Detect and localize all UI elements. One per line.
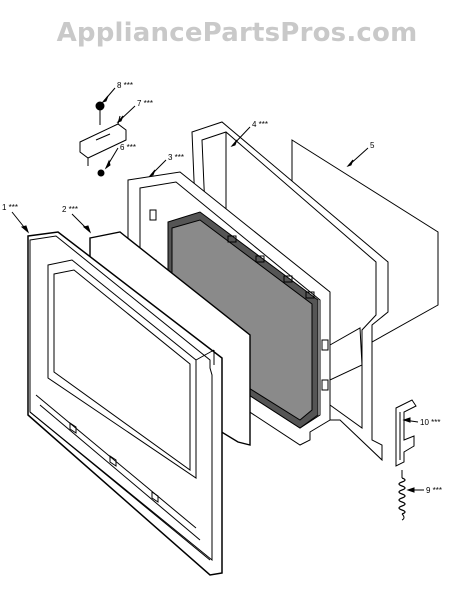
part-10-latch (395, 399, 417, 467)
label-part-2: 2 *** (62, 205, 78, 214)
label-part-7: 7 *** (137, 99, 153, 108)
label-part-3: 3 *** (168, 153, 184, 162)
part-7-hinge-bracket (79, 115, 127, 166)
watermark: AppliancePartsPros.com (56, 18, 418, 48)
part-3-mesh-frame (127, 171, 331, 446)
part-1-door-frame (27, 231, 223, 576)
label-part-5: 5 (370, 141, 375, 150)
label-part-10: 10 *** (420, 418, 440, 427)
label-part-1: 1 *** (2, 203, 18, 212)
part-8-screw (95, 101, 105, 125)
leader-lines (11, 87, 424, 493)
part-9-spring (398, 470, 406, 521)
label-part-9: 9 *** (426, 486, 442, 495)
label-part-6: 6 *** (120, 143, 136, 152)
part-6-nut (97, 169, 105, 177)
label-part-4: 4 *** (252, 120, 268, 129)
part-labels: 8 *** 7 *** 6 *** 3 *** 4 *** 5 1 *** 2 … (2, 81, 442, 495)
label-part-8: 8 *** (117, 81, 133, 90)
